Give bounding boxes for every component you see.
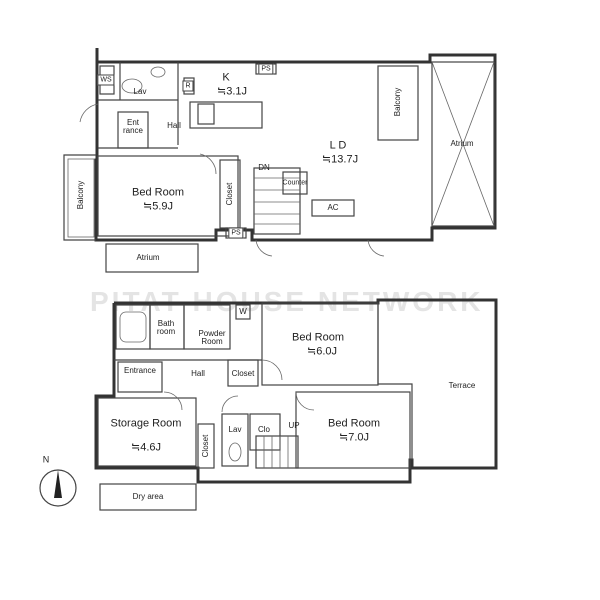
bedroom-name: Bed Room	[132, 186, 184, 199]
upper-floor-walls	[63, 48, 497, 273]
bath-room-label: Bath room	[156, 319, 176, 336]
ld-size: ≒13.7J	[321, 153, 359, 166]
closet-mid-label: Closet	[231, 369, 255, 378]
ps-bottom-label: PS	[228, 227, 244, 239]
entrance-lower-label: Entrance	[123, 366, 157, 375]
ld-name: L D	[329, 139, 347, 152]
hall-lower-label: Hall	[191, 369, 205, 378]
bedroom2-size: ≒7.0J	[338, 431, 370, 444]
bedroom1-name: Bed Room	[292, 331, 344, 344]
lower-floor-walls	[94, 298, 498, 511]
clo-label: Clo	[257, 425, 271, 434]
balcony-left-label: Balcony	[76, 180, 85, 210]
ws-label: WS	[97, 74, 115, 86]
up-label: UP	[288, 421, 300, 430]
storage-name: Storage Room	[110, 417, 182, 430]
w-label: W	[239, 307, 247, 316]
atrium-bottom-label: Atrium	[136, 253, 160, 262]
powder-room-label: Powder Room	[198, 329, 226, 346]
ac-label: AC	[327, 203, 339, 212]
compass-icon	[39, 469, 77, 507]
terrace-label: Terrace	[448, 381, 476, 390]
dn-label: DN	[258, 163, 270, 172]
bedroom-size: ≒5.9J	[142, 200, 174, 213]
hall-label: Hall	[167, 121, 181, 130]
bedroom1-size: ≒6.0J	[306, 345, 338, 358]
closet-left-label: Closet	[201, 434, 210, 458]
atrium-right-label: Atrium	[450, 139, 474, 148]
lav-label: Lav	[133, 87, 147, 96]
storage-size: ≒4.6J	[130, 441, 162, 454]
compass-label: N	[42, 454, 50, 465]
closet-upper-label: Closet	[225, 182, 234, 206]
r-label: R	[182, 80, 194, 92]
balcony-right-label: Balcony	[393, 87, 402, 117]
lav-lower-label: Lav	[228, 425, 242, 434]
entrance-label: Ent rance	[122, 118, 143, 135]
kitchen-name: K	[222, 71, 230, 84]
bedroom2-name: Bed Room	[328, 417, 380, 430]
dry-area-label: Dry area	[132, 492, 164, 501]
counter-label: Counter	[282, 179, 308, 187]
ps-top-label: PS	[258, 63, 274, 75]
kitchen-size: ≒3.1J	[216, 85, 248, 98]
